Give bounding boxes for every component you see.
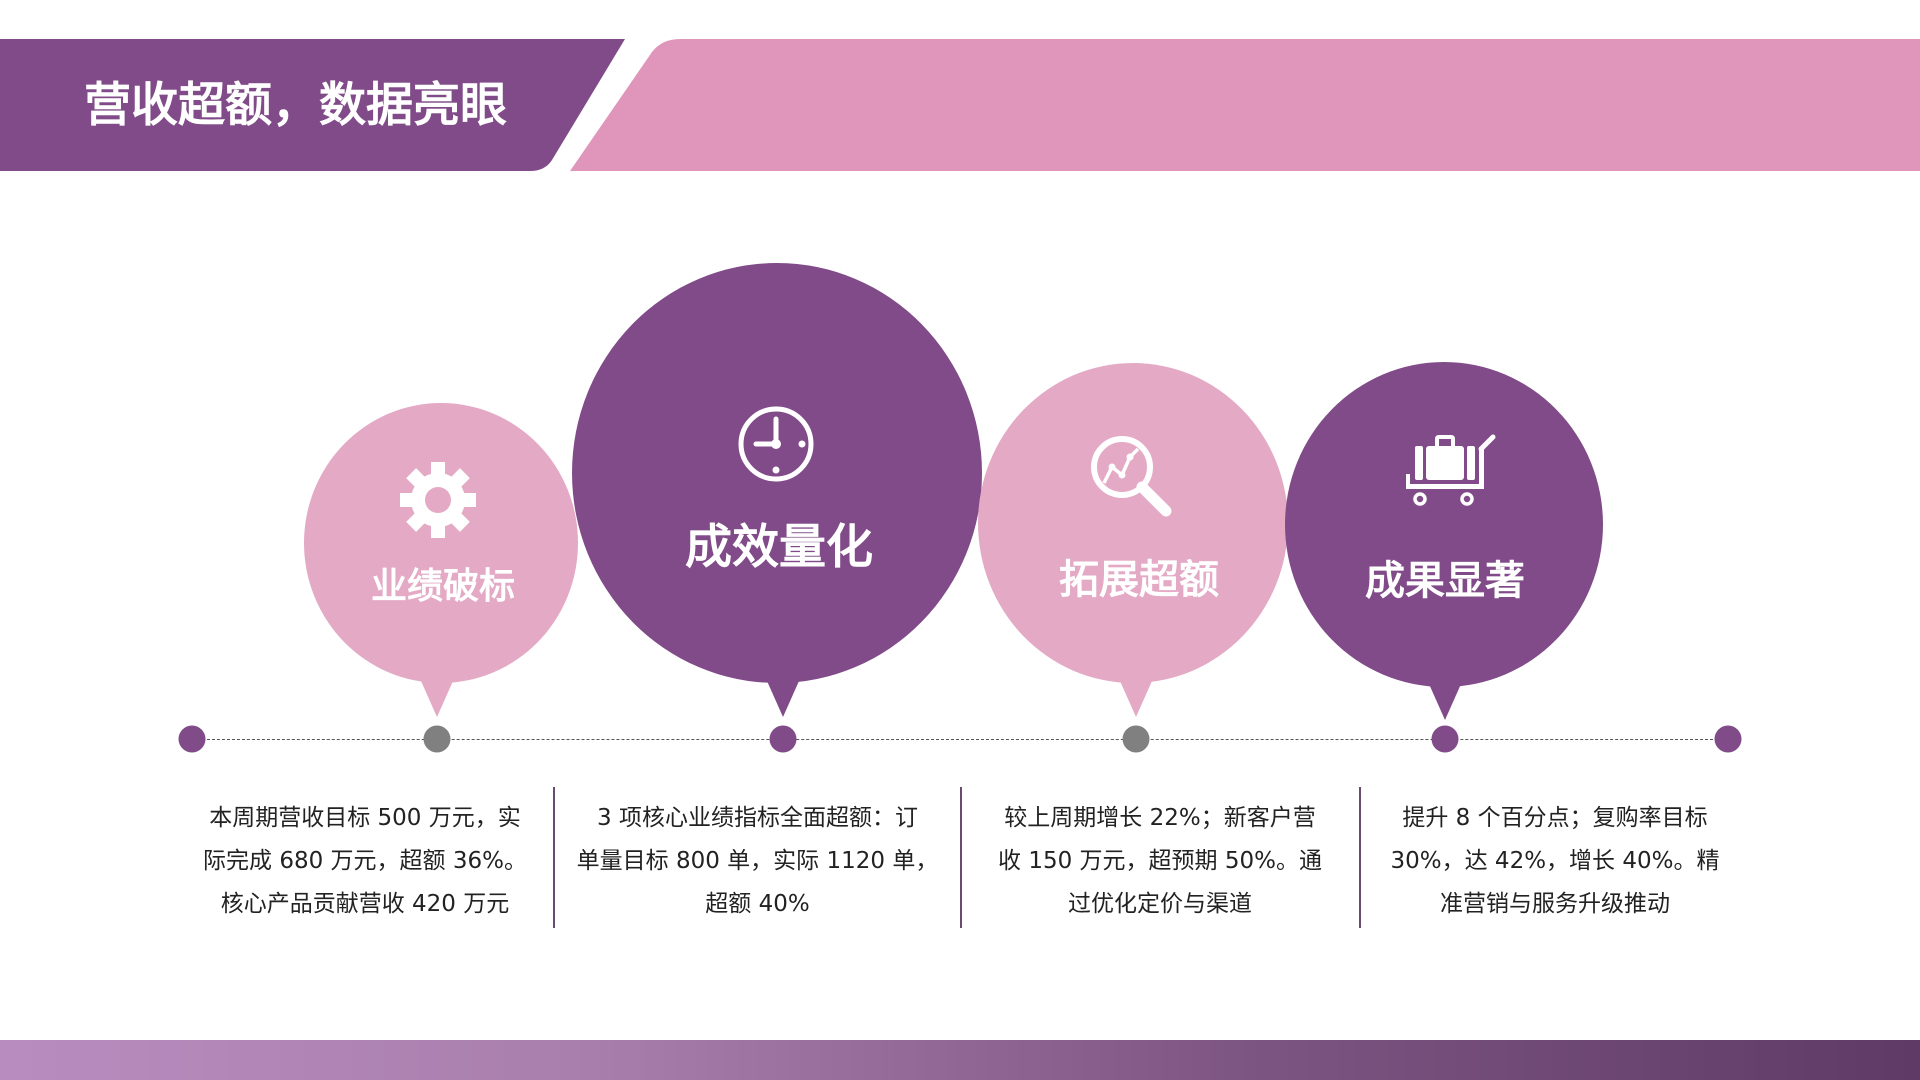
description-line: 较上周期增长 22%；新客户营 — [1004, 805, 1316, 831]
description-quantified: 3 项核心业绩指标全面超额：订 单量目标 800 单，实际 1120 单， 超额… — [560, 797, 955, 926]
bubble-performance — [304, 403, 578, 683]
description-line: 本周期营收目标 500 万元，实 — [209, 805, 521, 831]
bubble-pointer — [421, 681, 453, 717]
bubble-label-expansion: 拓展超额 — [1059, 557, 1219, 603]
description-line: 核心产品贡献营收 420 万元 — [220, 891, 510, 917]
description-line: 3 项核心业绩指标全面超额：订 — [597, 805, 918, 831]
luggage-cart-icon — [1406, 434, 1496, 506]
timeline-line — [192, 739, 1728, 740]
column-divider — [960, 787, 962, 928]
footer-gradient-bar — [0, 1040, 1920, 1080]
description-line: 超额 40% — [705, 891, 810, 917]
description-line: 过优化定价与渠道 — [1068, 891, 1252, 917]
description-line: 提升 8 个百分点；复购率目标 — [1402, 805, 1708, 831]
clock-icon — [738, 406, 814, 482]
timeline-dot-end — [1714, 725, 1742, 753]
description-performance: 本周期营收目标 500 万元，实 际完成 680 万元，超额 36%。 核心产品… — [185, 797, 545, 926]
bubble-label-performance: 业绩破标 — [370, 566, 516, 607]
timeline-dot-start — [178, 725, 206, 753]
bubble-pointer — [1120, 681, 1152, 717]
bubble-expansion — [978, 363, 1288, 683]
bubble-label-results: 成果显著 — [1365, 558, 1525, 604]
description-expansion: 较上周期增长 22%；新客户营 收 150 万元，超预期 50%。通 过优化定价… — [965, 797, 1355, 926]
bubble-label-quantified: 成效量化 — [685, 520, 873, 575]
page-title: 营收超额，数据亮眼 — [84, 78, 507, 133]
description-line: 单量目标 800 单，实际 1120 单， — [576, 848, 939, 874]
bubble-pointer — [1429, 684, 1461, 720]
header-purple-shape — [0, 39, 625, 171]
bubble-pointer — [767, 681, 799, 717]
description-line: 准营销与服务升级推动 — [1440, 891, 1670, 917]
timeline-dot-1 — [423, 725, 451, 753]
header-pink-shape — [570, 39, 1920, 171]
column-divider — [1359, 787, 1361, 928]
description-line: 30%，达 42%，增长 40%。精 — [1390, 848, 1720, 874]
timeline-dot-3 — [1122, 725, 1150, 753]
header-banner — [0, 39, 1920, 171]
description-line: 际完成 680 万元，超额 36%。 — [203, 848, 527, 874]
column-divider — [553, 787, 555, 928]
gear-icon — [400, 462, 476, 538]
timeline-dot-4 — [1431, 725, 1459, 753]
description-results: 提升 8 个百分点；复购率目标 30%，达 42%，增长 40%。精 准营销与服… — [1365, 797, 1745, 926]
magnifier-chart-icon — [1091, 436, 1172, 517]
bubble-results — [1285, 362, 1603, 687]
timeline-dot-2 — [769, 725, 797, 753]
description-line: 收 150 万元，超预期 50%。通 — [998, 848, 1322, 874]
